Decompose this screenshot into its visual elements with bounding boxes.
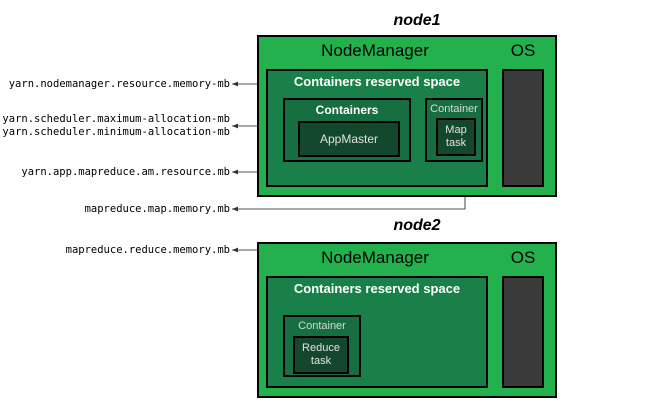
node1-reserved-space-label: Containers reserved space [293,74,461,89]
node1-containers-group-label: Containers [315,103,379,117]
node1-os-box [502,69,544,187]
label-map-memory: mapreduce.map.memory.mb [84,203,230,215]
label-reduce-memory: mapreduce.reduce.memory.mb [65,244,230,256]
node2-reduce-task-box: Reduce task [293,336,349,374]
node1-appmaster-box: AppMaster [298,121,400,157]
node2-os-label: OS [510,248,536,267]
node1-title: node1 [393,12,441,29]
node1-container-label: Container [430,103,478,115]
label-am-resource: yarn.app.mapreduce.am.resource.mb [21,166,230,178]
label-scheduler-max: yarn.scheduler.maximum-allocation-mb [2,113,230,125]
node1-nodemanager-box: NodeManager OS Containers reserved space… [257,35,557,197]
node1-nodemanager-label: NodeManager [321,41,429,60]
node1-container-box: Container Map task [425,98,483,162]
label-scheduler-min: yarn.scheduler.minimum-allocation-mb [2,126,230,138]
node1-containers-group-box: Containers AppMaster [283,98,411,162]
node2-reserved-space-label: Containers reserved space [293,281,461,296]
node1-map-task-box: Map task [436,118,476,156]
node1-map-task-label: Map task [445,124,467,149]
node2-container-label: Container [298,320,346,332]
node2-os-box [502,276,544,388]
node1-reserved-space-box: Containers reserved space Containers App… [266,69,488,187]
node2-container-box: Container Reduce task [283,315,361,377]
node1-appmaster-label: AppMaster [319,131,379,146]
node2-reduce-task-label: Reduce task [302,342,340,367]
label-nodemanager-memory: yarn.nodemanager.resource.memory-mb [8,78,230,90]
node2-nodemanager-label: NodeManager [321,248,429,267]
node2-nodemanager-box: NodeManager OS Containers reserved space… [257,242,557,398]
node2-reserved-space-box: Containers reserved space Container Redu… [266,276,488,388]
node1-os-label: OS [510,41,536,60]
node2-title: node2 [393,217,441,234]
